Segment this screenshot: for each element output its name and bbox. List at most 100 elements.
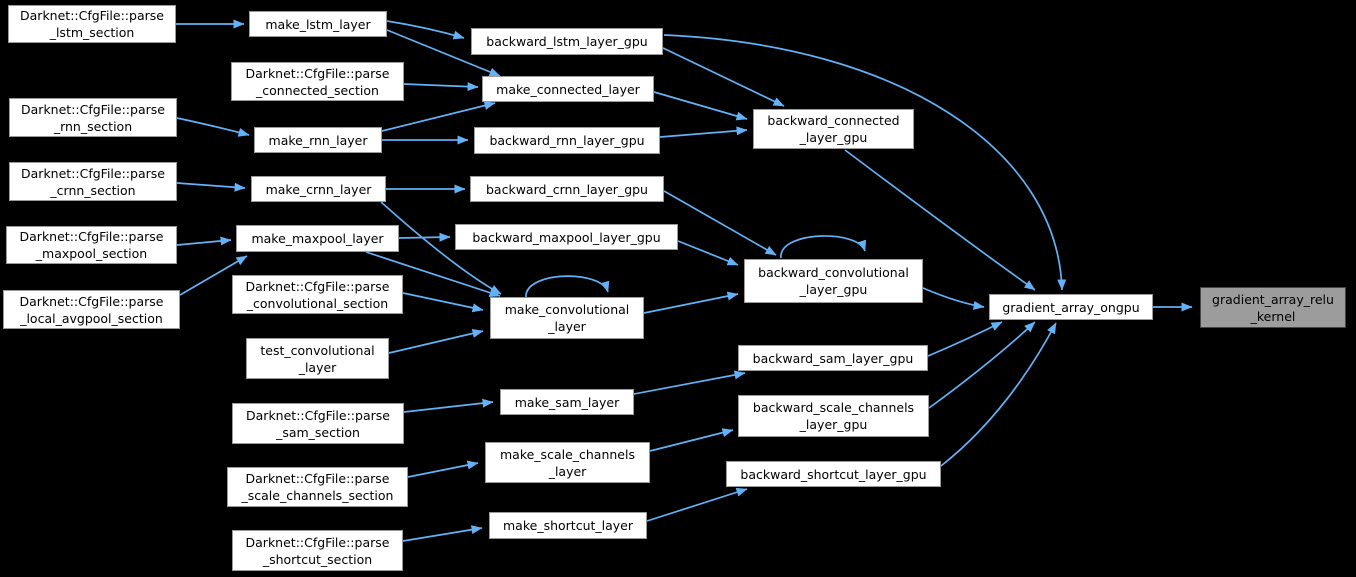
node-make-rnn-layer[interactable]: make_rnn_layer xyxy=(254,127,382,153)
edge-make-sam-layer--backward-sam-layer-gpu xyxy=(633,370,746,395)
node-backward-maxpool-layer-gpu[interactable]: backward_maxpool_layer_gpu xyxy=(455,224,678,250)
node-parse-lstm-section[interactable]: Darknet::CfgFile::parse_lstm_section xyxy=(8,5,176,43)
node-parse-maxpool-section[interactable]: Darknet::CfgFile::parse_maxpool_section xyxy=(6,226,177,264)
node-label-line: make_convolutional xyxy=(504,302,630,317)
edge-backward-lstm-layer-gpu--gradient-array-ongpu xyxy=(663,34,1067,291)
edge-backward-convolutional-layer-gpu--backward-convolutional-layer-gpu xyxy=(780,235,867,259)
node-backward-lstm-layer-gpu[interactable]: backward_lstm_layer_gpu xyxy=(471,28,663,55)
node-label-line: Darknet::CfgFile::parse xyxy=(245,65,390,81)
node-label-line: backward_connected xyxy=(767,113,900,128)
edge-make-convolutional-layer--make-convolutional-layer xyxy=(525,275,610,299)
edge-backward-connected-layer-gpu--gradient-array-ongpu xyxy=(844,149,1036,291)
node-parse-connected-section[interactable]: Darknet::CfgFile::parse_connected_sectio… xyxy=(231,62,404,101)
node-backward-convolutional-layer-gpu[interactable]: backward_convolutional _layer_gpu xyxy=(744,259,923,303)
edge-parse-scale-channels-section--make-scale-channels-layer xyxy=(407,460,479,478)
edge-parse-convolutional-section--make-convolutional-layer xyxy=(402,292,484,313)
node-label-line: _lstm_section xyxy=(49,25,135,40)
node-make-connected-layer[interactable]: make_connected_layer xyxy=(482,76,654,102)
node-backward-shortcut-layer-gpu[interactable]: backward_shortcut_layer_gpu xyxy=(726,461,941,487)
node-make-convolutional-layer[interactable]: make_convolutional _layer xyxy=(490,297,644,339)
node-label-line: _kernel xyxy=(1250,308,1296,324)
edge-make-lstm-layer--backward-lstm-layer-gpu xyxy=(386,20,465,40)
node-label-line: backward_lstm_layer_gpu xyxy=(486,34,648,49)
node-label-line: _convolutional_section xyxy=(246,295,389,311)
edge-make-convolutional-layer--backward-convolutional-layer-gpu xyxy=(643,291,739,314)
edge-make-lstm-layer--make-connected-layer xyxy=(386,29,501,77)
node-parse-rnn-section[interactable]: Darknet::CfgFile::parse_rnn_section xyxy=(9,98,177,137)
edge-backward-sam-layer-gpu--gradient-array-ongpu xyxy=(927,321,1003,357)
node-parse-local-avgpool-section[interactable]: Darknet::CfgFile::parse_local_avgpool_se… xyxy=(3,290,180,329)
node-parse-sam-section[interactable]: Darknet::CfgFile::parse_sam_section xyxy=(232,403,404,444)
edge-make-connected-layer--backward-connected-layer-gpu xyxy=(653,91,748,121)
node-backward-rnn-layer-gpu[interactable]: backward_rnn_layer_gpu xyxy=(474,127,660,154)
edge-make-maxpool-layer--backward-maxpool-layer-gpu xyxy=(398,232,451,242)
edge-backward-scale-channels-layer-gpu--gradient-array-ongpu xyxy=(928,321,1036,409)
node-parse-shortcut-section[interactable]: Darknet::CfgFile::parse_shortcut_section xyxy=(232,530,403,571)
edge-backward-crnn-layer-gpu--backward-convolutional-layer-gpu xyxy=(663,190,777,256)
edge-parse-shortcut-section--make-shortcut-layer xyxy=(402,525,483,542)
edge-make-maxpool-layer--make-convolutional-layer xyxy=(365,251,501,297)
node-label-line: Darknet::CfgFile::parse xyxy=(245,278,390,294)
node-label-line: Darknet::CfgFile::parse xyxy=(246,407,390,423)
edge-parse-maxpool-section--make-maxpool-layer xyxy=(176,236,232,246)
node-label-line: _rnn_section xyxy=(53,118,133,134)
node-label-line: Darknet::CfgFile::parse xyxy=(21,101,165,117)
node-label-line: _shortcut_section xyxy=(262,551,373,567)
edge-parse-connected-section--make-connected-layer xyxy=(403,82,479,92)
edge-test-convolutional-layer--make-convolutional-layer xyxy=(388,329,484,354)
node-label-line: make_shortcut_layer xyxy=(503,518,633,533)
node-make-lstm-layer[interactable]: make_lstm_layer xyxy=(249,11,387,37)
node-parse-convolutional-section[interactable]: Darknet::CfgFile::parse_convolutional_se… xyxy=(232,275,403,314)
node-make-sam-layer[interactable]: make_sam_layer xyxy=(500,389,634,415)
edge-make-rnn-layer--make-connected-layer xyxy=(381,101,496,132)
node-label-line: make_maxpool_layer xyxy=(251,231,384,246)
node-backward-connected-layer-gpu[interactable]: backward_connected _layer_gpu xyxy=(753,109,914,149)
node-label-line: _layer xyxy=(548,319,586,334)
node-parse-scale-channels-section[interactable]: Darknet::CfgFile::parse_scale_channels_s… xyxy=(227,467,408,507)
node-make-maxpool-layer[interactable]: make_maxpool_layer xyxy=(236,225,399,252)
node-backward-sam-layer-gpu[interactable]: backward_sam_layer_gpu xyxy=(738,345,928,371)
node-label-line: make_scale_channels xyxy=(499,446,635,462)
node-label-line: _layer xyxy=(298,359,337,375)
node-label-line: _layer_gpu xyxy=(799,417,868,432)
edge-parse-crnn-section--make-crnn-layer xyxy=(176,182,246,192)
edge-parse-local-avgpool-section--make-maxpool-layer xyxy=(179,255,248,296)
node-label-line: _crnn_section xyxy=(50,182,136,198)
node-make-scale-channels-layer[interactable]: make_scale_channels_layer xyxy=(485,442,650,483)
edge-make-scale-channels-layer--backward-scale-channels-layer-gpu xyxy=(649,428,734,452)
node-label-line: test_convolutional xyxy=(260,342,375,358)
node-backward-crnn-layer-gpu[interactable]: backward_crnn_layer_gpu xyxy=(470,176,664,202)
node-label-line: backward_shortcut_layer_gpu xyxy=(740,466,927,482)
node-label-line: _layer xyxy=(548,463,587,479)
node-label-line: make_connected_layer xyxy=(496,81,640,97)
edge-parse-sam-section--make-sam-layer xyxy=(403,398,494,413)
node-label-line: _layer_gpu xyxy=(799,130,868,145)
node-label-line: Darknet::CfgFile::parse xyxy=(21,165,165,181)
node-label-line: gradient_array_relu xyxy=(1212,291,1334,307)
edge-make-shortcut-layer--backward-shortcut-layer-gpu xyxy=(646,487,748,522)
edge-make-crnn-layer--make-convolutional-layer xyxy=(380,201,502,295)
node-label-line: Darknet::CfgFile::parse xyxy=(20,8,164,23)
node-label-line: backward_sam_layer_gpu xyxy=(752,350,914,366)
node-label-line: Darknet::CfgFile::parse xyxy=(19,229,164,244)
edge-parse-rnn-section--make-rnn-layer xyxy=(176,117,250,137)
node-parse-crnn-section[interactable]: Darknet::CfgFile::parse_crnn_section xyxy=(9,162,177,201)
node-label-line: Darknet::CfgFile::parse xyxy=(19,293,164,309)
node-gradient-array-relu-kernel: gradient_array_relu_kernel xyxy=(1200,287,1346,328)
node-make-shortcut-layer[interactable]: make_shortcut_layer xyxy=(489,512,647,539)
node-backward-scale-channels-layer-gpu[interactable]: backward_scale_channels_layer_gpu xyxy=(738,395,929,437)
node-label-line: make_sam_layer xyxy=(514,394,620,410)
node-label-line: _sam_section xyxy=(276,424,360,440)
node-gradient-array-ongpu[interactable]: gradient_array_ongpu xyxy=(989,294,1153,320)
node-label-line: _connected_section xyxy=(256,82,379,98)
edge-backward-shortcut-layer-gpu--gradient-array-ongpu xyxy=(940,322,1057,467)
node-label-line: make_crnn_layer xyxy=(265,181,372,197)
node-label-line: _layer_gpu xyxy=(799,282,868,297)
node-test-convolutional-layer[interactable]: test_convolutional_layer xyxy=(246,338,389,379)
node-label-line: gradient_array_ongpu xyxy=(1002,299,1140,315)
node-label-line: Darknet::CfgFile::parse xyxy=(245,471,390,486)
node-label-line: backward_convolutional xyxy=(758,265,909,280)
node-make-crnn-layer[interactable]: make_crnn_layer xyxy=(251,176,386,202)
